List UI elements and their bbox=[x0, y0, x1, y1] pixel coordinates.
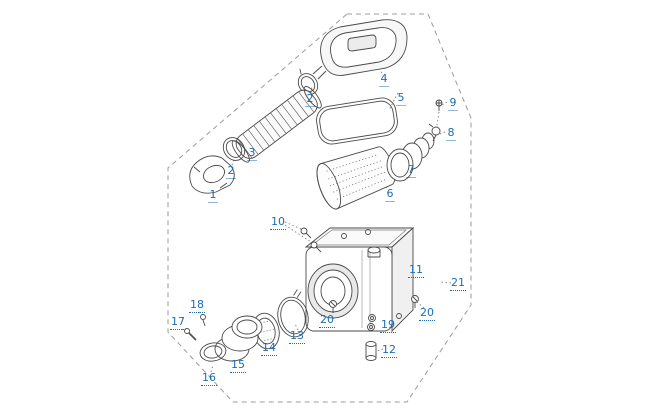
callout-10[interactable]: 10 bbox=[270, 215, 286, 230]
callout-12[interactable]: 12 bbox=[381, 343, 397, 358]
part-cover-gasket bbox=[316, 97, 398, 145]
callout-5[interactable]: 5 bbox=[396, 91, 406, 106]
callout-4[interactable]: 4 bbox=[379, 72, 389, 87]
part-outlet-fitting bbox=[428, 123, 441, 142]
callout-3[interactable]: 3 bbox=[247, 146, 257, 161]
callout-19[interactable]: 19 bbox=[380, 318, 396, 333]
part-bolt-left bbox=[184, 328, 197, 341]
part-air-box-cover bbox=[312, 19, 408, 80]
part-outlet-boot bbox=[386, 132, 435, 182]
callout-14[interactable]: 14 bbox=[261, 341, 277, 356]
part-mounting-screws bbox=[300, 227, 322, 253]
part-drain-tube bbox=[365, 341, 377, 361]
callout-16[interactable]: 16 bbox=[201, 371, 217, 386]
part-rubber-boot bbox=[214, 315, 263, 362]
callout-9[interactable]: 9 bbox=[448, 96, 458, 111]
callout-21[interactable]: 21 bbox=[450, 276, 466, 291]
part-washers bbox=[367, 314, 376, 331]
part-corrugated-hose bbox=[231, 86, 322, 163]
callout-20-left[interactable]: 20 bbox=[319, 313, 335, 328]
callout-20-right[interactable]: 20 bbox=[419, 306, 435, 321]
part-screw-left bbox=[329, 300, 337, 313]
callout-13[interactable]: 13 bbox=[289, 329, 305, 344]
part-seal-ring bbox=[199, 342, 227, 362]
callout-2-lower[interactable]: 2 bbox=[226, 164, 236, 179]
part-screw-right bbox=[411, 295, 419, 308]
callout-18[interactable]: 18 bbox=[189, 298, 205, 313]
callout-1[interactable]: 1 bbox=[208, 188, 218, 203]
dashed-border bbox=[167, 13, 472, 403]
callout-2-upper[interactable]: 2 bbox=[305, 92, 315, 107]
part-clamp-ring bbox=[277, 289, 309, 338]
part-stud bbox=[200, 314, 206, 327]
part-hose-clamp-lower bbox=[222, 137, 246, 161]
part-air-box-body bbox=[304, 226, 415, 333]
part-filter-screen bbox=[316, 146, 396, 210]
callout-8[interactable]: 8 bbox=[446, 126, 456, 141]
part-bolt-top bbox=[435, 99, 443, 111]
part-intake-snorkel bbox=[189, 155, 235, 194]
callout-11[interactable]: 11 bbox=[408, 263, 424, 278]
callout-7[interactable]: 7 bbox=[406, 163, 416, 178]
callout-17[interactable]: 17 bbox=[170, 315, 186, 330]
callout-15[interactable]: 15 bbox=[230, 358, 246, 373]
callout-6[interactable]: 6 bbox=[385, 187, 395, 202]
